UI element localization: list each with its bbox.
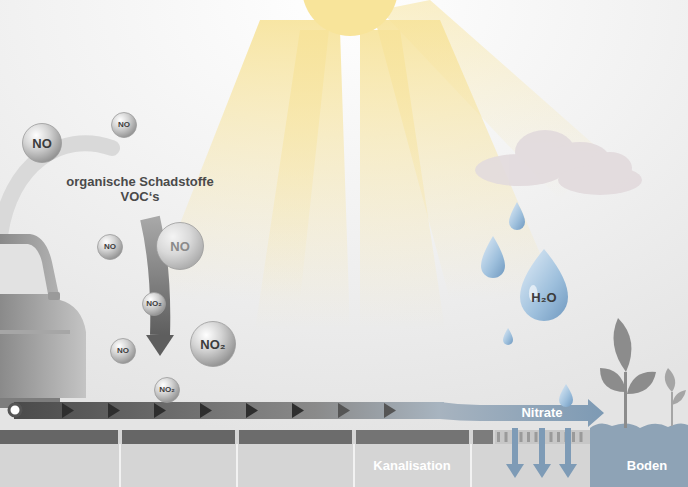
nitrate-label: Nitrate xyxy=(521,406,562,421)
node-text: NO xyxy=(104,243,116,251)
sewer-label: Kanalisation xyxy=(373,459,450,474)
water-drop: H₂O xyxy=(520,249,568,321)
molecule-circle: NO xyxy=(111,112,137,138)
road-chevrons xyxy=(62,403,396,418)
molecule-circle: NO xyxy=(156,222,204,270)
molecule-circle: NO xyxy=(22,123,62,163)
car xyxy=(0,234,86,408)
molecule-circle: NO₂ xyxy=(154,377,180,403)
node-text: NO xyxy=(32,137,52,150)
node-text: NO₂ xyxy=(146,300,162,308)
molecule-circle: NO xyxy=(110,338,136,364)
node-text: H₂O xyxy=(531,291,556,304)
seep-arrows xyxy=(506,428,577,478)
raindrops xyxy=(481,202,573,407)
node-text: NO₂ xyxy=(200,338,225,351)
soil-block: Boden xyxy=(612,448,682,482)
molecule-circle: NO xyxy=(97,234,123,260)
node-text: NO xyxy=(170,240,190,253)
node-text: NO xyxy=(117,347,129,355)
node-text: NO xyxy=(118,121,130,129)
road-arrow xyxy=(9,402,444,419)
molecule-circle: NO₂ xyxy=(142,292,166,316)
pavement xyxy=(0,430,590,487)
molecule-circle: NO₂ xyxy=(190,321,236,367)
soil xyxy=(590,423,688,487)
node-shape xyxy=(520,249,568,321)
cloud xyxy=(475,130,642,195)
plant xyxy=(600,318,686,428)
node-text: NO₂ xyxy=(159,386,175,394)
sun xyxy=(150,0,600,330)
pollutant-label: organische Schadstoffe VOC‘s xyxy=(65,175,215,205)
nitrate-arrow xyxy=(440,399,604,427)
node-text: Boden xyxy=(627,459,667,472)
